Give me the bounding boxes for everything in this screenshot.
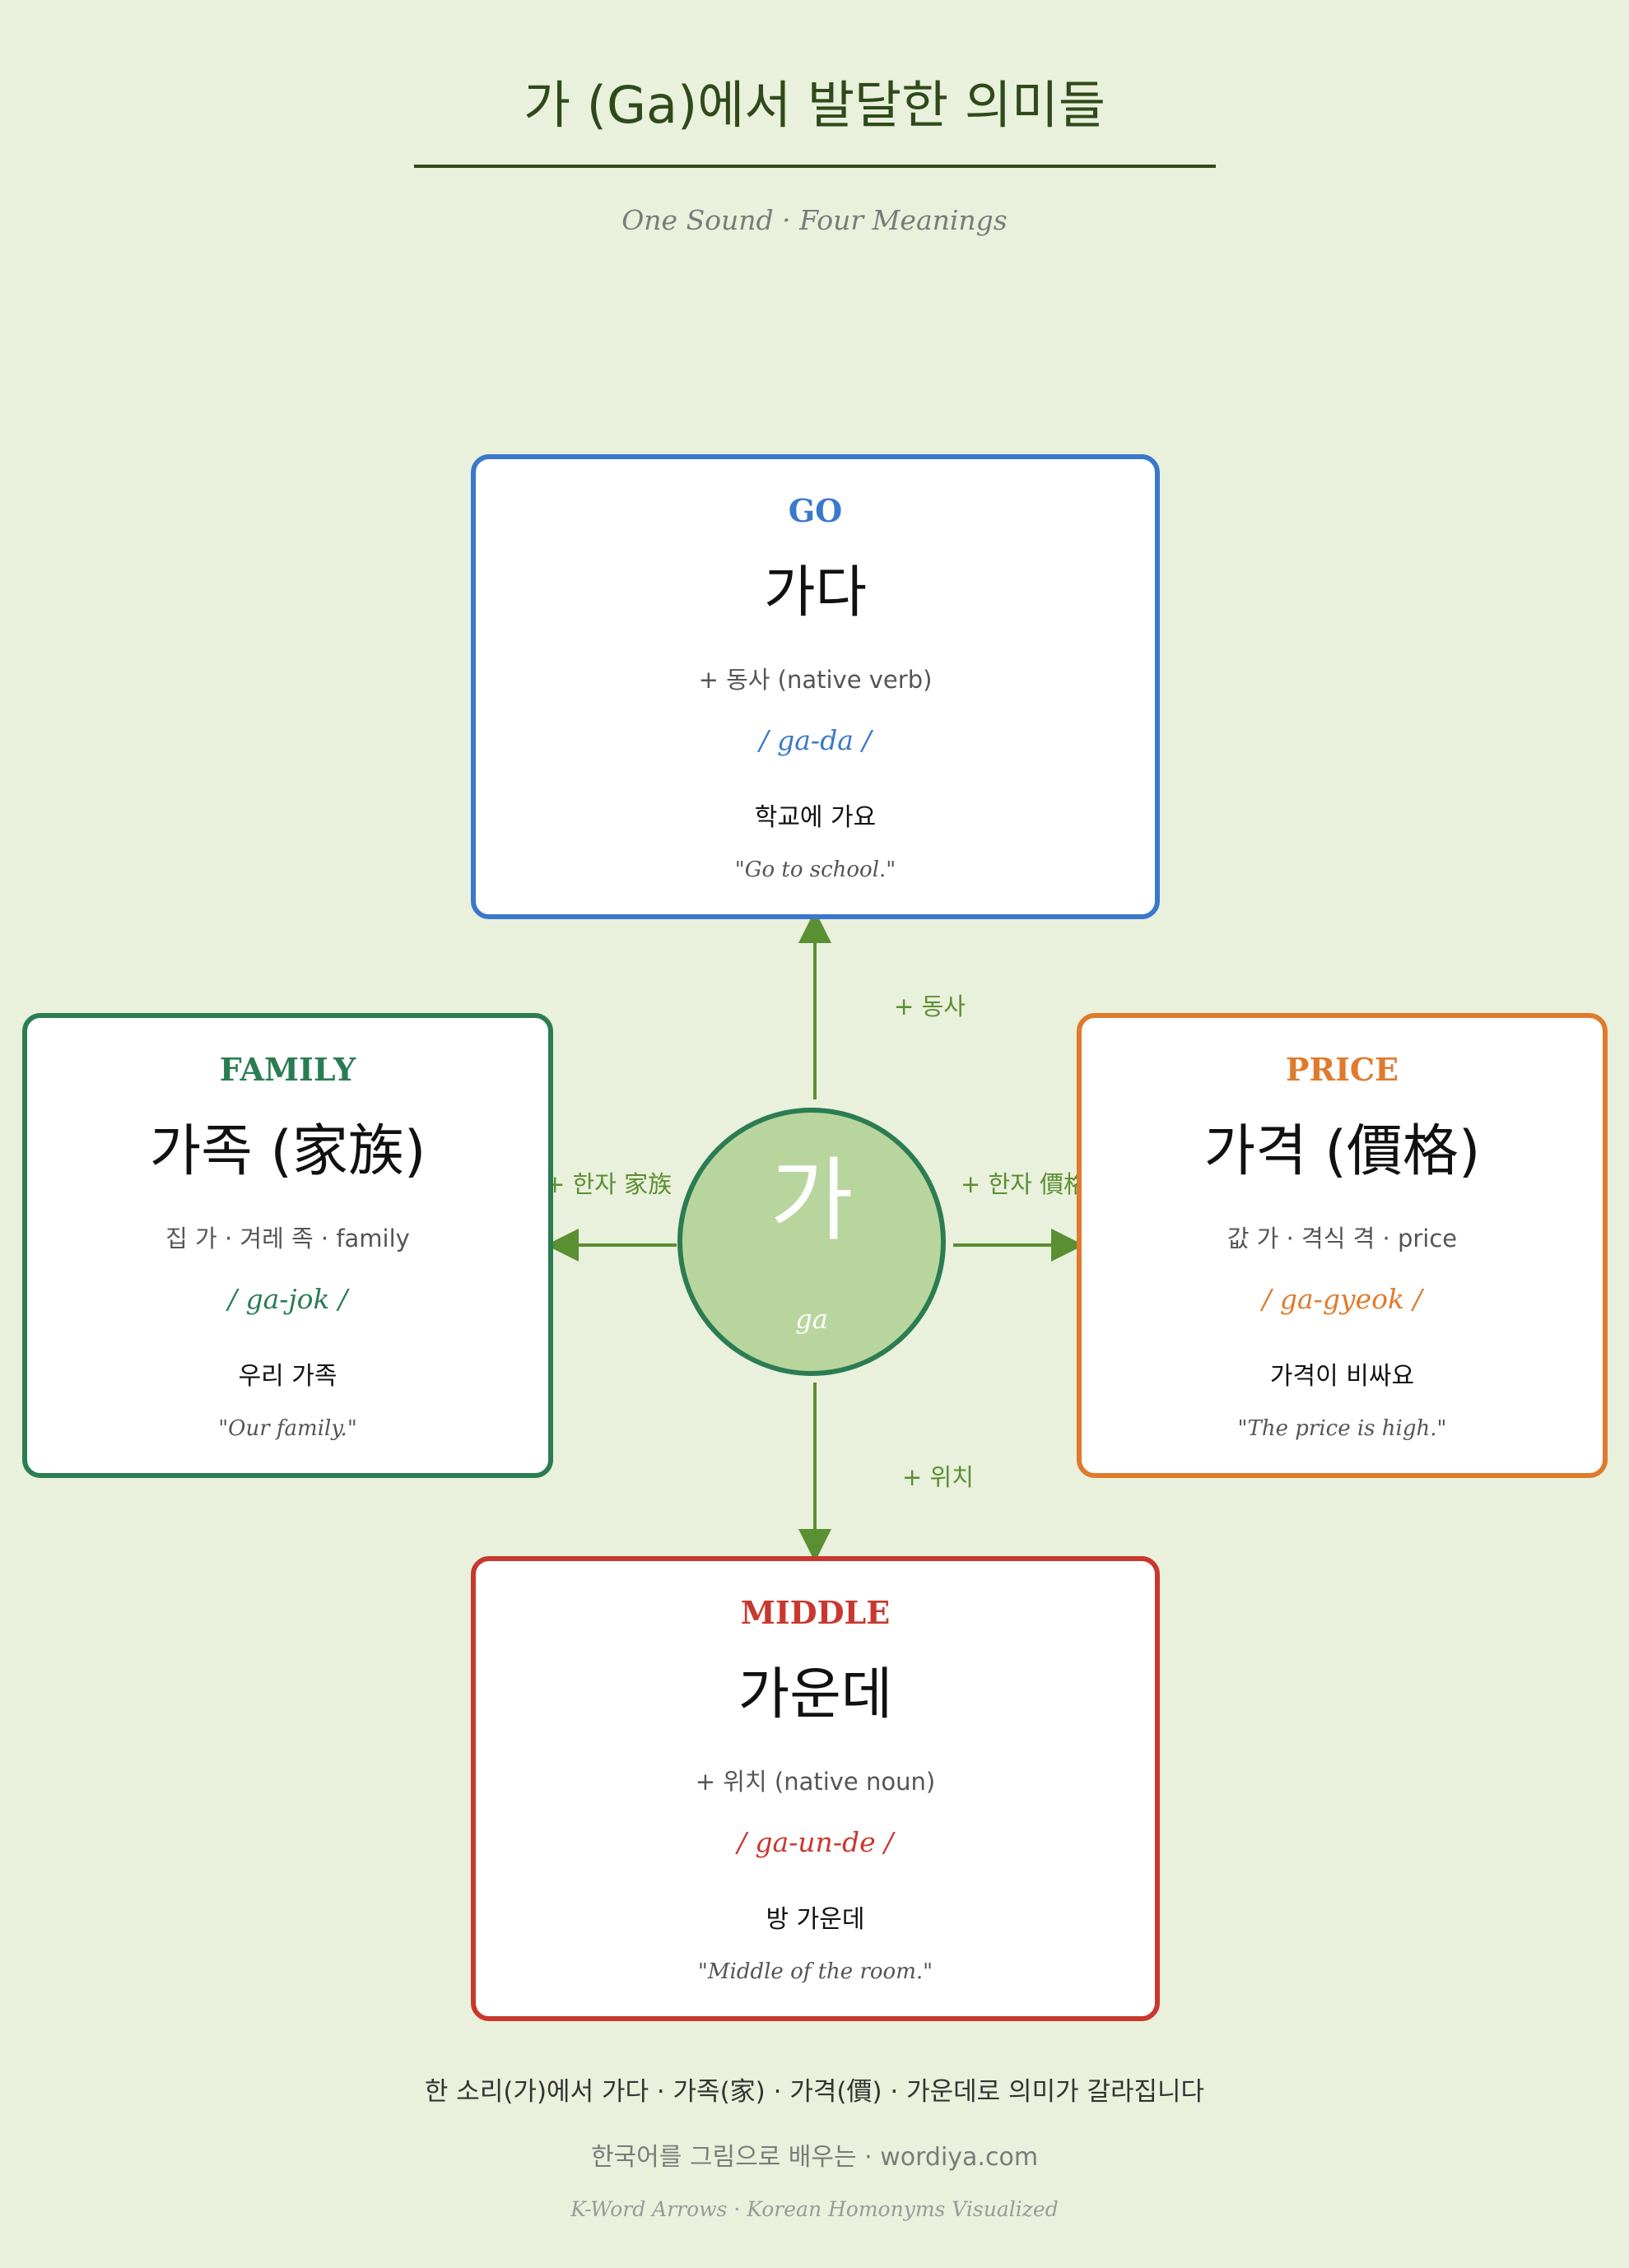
card-middle: MIDDLE 가운데 + 위치 (native noun) / ga-un-de… (471, 1556, 1160, 2021)
card-translation: "Go to school." (734, 857, 896, 882)
card-heading: MIDDLE (740, 1594, 891, 1631)
card-heading: PRICE (1285, 1051, 1399, 1088)
footer-summary: 한 소리(가)에서 가다 · 가족(家) · 가격(價) · 가운데로 의미가 … (424, 2077, 1205, 2107)
card-heading: FAMILY (219, 1051, 356, 1088)
card-note: + 동사 (native verb) (698, 666, 933, 694)
page-title: 가 (Ga)에서 발달한 의미들 (524, 75, 1105, 135)
card-example: 학교에 가요 (754, 803, 877, 832)
center-node: 가 ga (677, 1108, 946, 1376)
card-word: 가족 (家族) (149, 1119, 426, 1184)
page-subtitle: One Sound · Four Meanings (621, 204, 1008, 236)
card-romanization: / ga-da / (759, 724, 872, 756)
footer-site: 한국어를 그림으로 배우는 · wordiya.com (590, 2143, 1039, 2172)
card-romanization: / ga-un-de / (737, 1826, 894, 1858)
center-romanization: ga (795, 1304, 828, 1335)
card-heading: GO (788, 492, 843, 529)
card-family: FAMILY 가족 (家族) 집 가 · 겨레 족 · family / ga-… (22, 1013, 553, 1478)
card-romanization: / ga-gyeok / (1262, 1283, 1422, 1315)
card-example: 가격이 비싸요 (1269, 1362, 1415, 1391)
card-go: GO 가다 + 동사 (native verb) / ga-da / 학교에 가… (471, 454, 1160, 919)
card-note: 값 가 · 격식 격 · price (1226, 1225, 1458, 1253)
edge-label-left: + 한자 家族 (545, 1170, 673, 1198)
edge-label-right: + 한자 價格 (961, 1170, 1088, 1198)
edge-label-up: + 동사 (894, 992, 966, 1020)
card-word: 가격 (價格) (1203, 1119, 1481, 1184)
card-word: 가다 (763, 560, 868, 625)
edge-label-down: + 위치 (902, 1463, 974, 1491)
card-word: 가운데 (738, 1662, 893, 1727)
card-translation: "Our family." (218, 1416, 357, 1441)
card-note: 집 가 · 겨레 족 · family (165, 1225, 410, 1253)
card-romanization: / ga-jok / (227, 1283, 348, 1315)
center-character: 가 (770, 1148, 854, 1253)
card-price: PRICE 가격 (價格) 값 가 · 격식 격 · price / ga-gy… (1077, 1013, 1608, 1478)
card-example: 방 가운데 (766, 1905, 865, 1934)
footer-series: K-Word Arrows · Korean Homonyms Visualiz… (570, 2197, 1059, 2221)
card-example: 우리 가족 (238, 1362, 337, 1391)
card-translation: "The price is high." (1237, 1416, 1447, 1441)
card-note: + 위치 (native noun) (695, 1768, 936, 1796)
card-translation: "Middle of the room." (697, 1959, 933, 1984)
title-underline (414, 165, 1216, 168)
